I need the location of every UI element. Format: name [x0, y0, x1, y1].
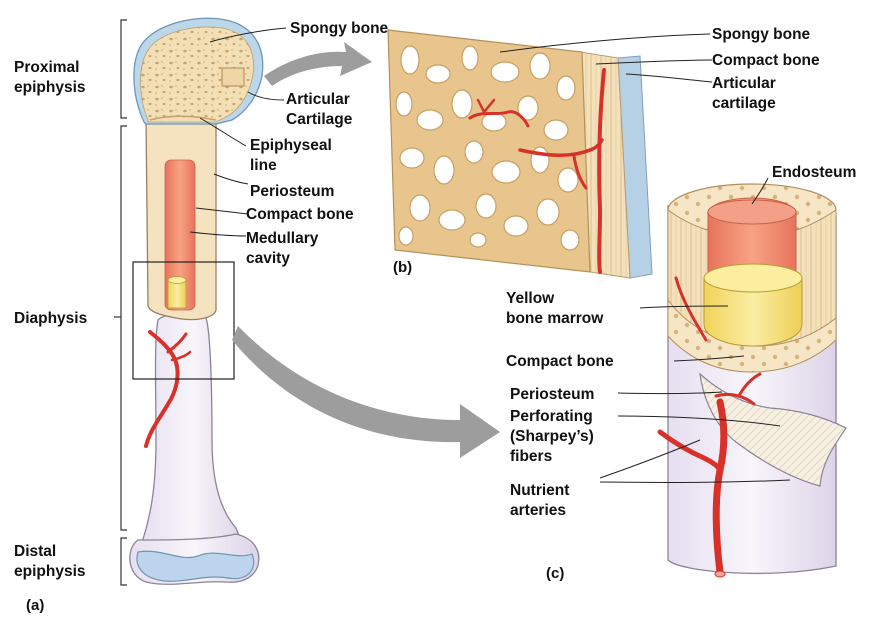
- c-perforating-fibers-label: Perforating (Sharpey’s) fibers: [510, 408, 598, 465]
- c-yellow-marrow-label: Yellow bone marrow: [506, 290, 604, 327]
- a-periosteum-label: Periosteum: [250, 183, 334, 200]
- distal-epiphysis-label: Distal epiphysis: [14, 543, 86, 580]
- a-medullary-cavity-label: Medullary cavity: [246, 230, 323, 267]
- c-artery-end: [715, 571, 725, 577]
- head-cutout: [222, 68, 244, 86]
- c-yellow-marrow: [704, 264, 802, 346]
- a-spongy-bone-label: Spongy bone: [290, 20, 389, 37]
- long-bone-figure: [130, 18, 263, 584]
- a-articular-cartilage-label: Articular Cartilage: [286, 91, 354, 128]
- proximal-epiphysis-label: Proximal epiphysis: [14, 59, 86, 96]
- a-compact-bone-label: Compact bone: [246, 206, 354, 223]
- diaphysis-label: Diaphysis: [14, 310, 87, 327]
- a-epiphyseal-line-label: Epiphyseal line: [250, 137, 336, 174]
- shaft-segment-figure: [660, 184, 846, 577]
- panel-c-label: (c): [546, 565, 564, 582]
- spongy-bone-block: [388, 30, 652, 278]
- panel-a-label: (a): [26, 597, 44, 614]
- arrow-to-panel-c: [232, 326, 500, 458]
- arrow-to-panel-b: [264, 42, 372, 86]
- b-compact-bone-label: Compact bone: [712, 52, 820, 69]
- b-spongy-bone-label: Spongy bone: [712, 26, 811, 43]
- diaphysis-lower-shaft: [140, 315, 244, 548]
- b-articular-cartilage-label: Articular cartilage: [712, 75, 780, 112]
- region-brackets: [114, 20, 127, 585]
- panel-b-label: (b): [393, 259, 412, 276]
- c-endosteum-label: Endosteum: [772, 164, 856, 181]
- yellow-marrow-cylinder: [168, 277, 186, 309]
- c-compact-bone-label: Compact bone: [506, 353, 614, 370]
- c-periosteum-label: Periosteum: [510, 386, 594, 403]
- c-nutrient-arteries-label: Nutrient arteries: [510, 482, 574, 519]
